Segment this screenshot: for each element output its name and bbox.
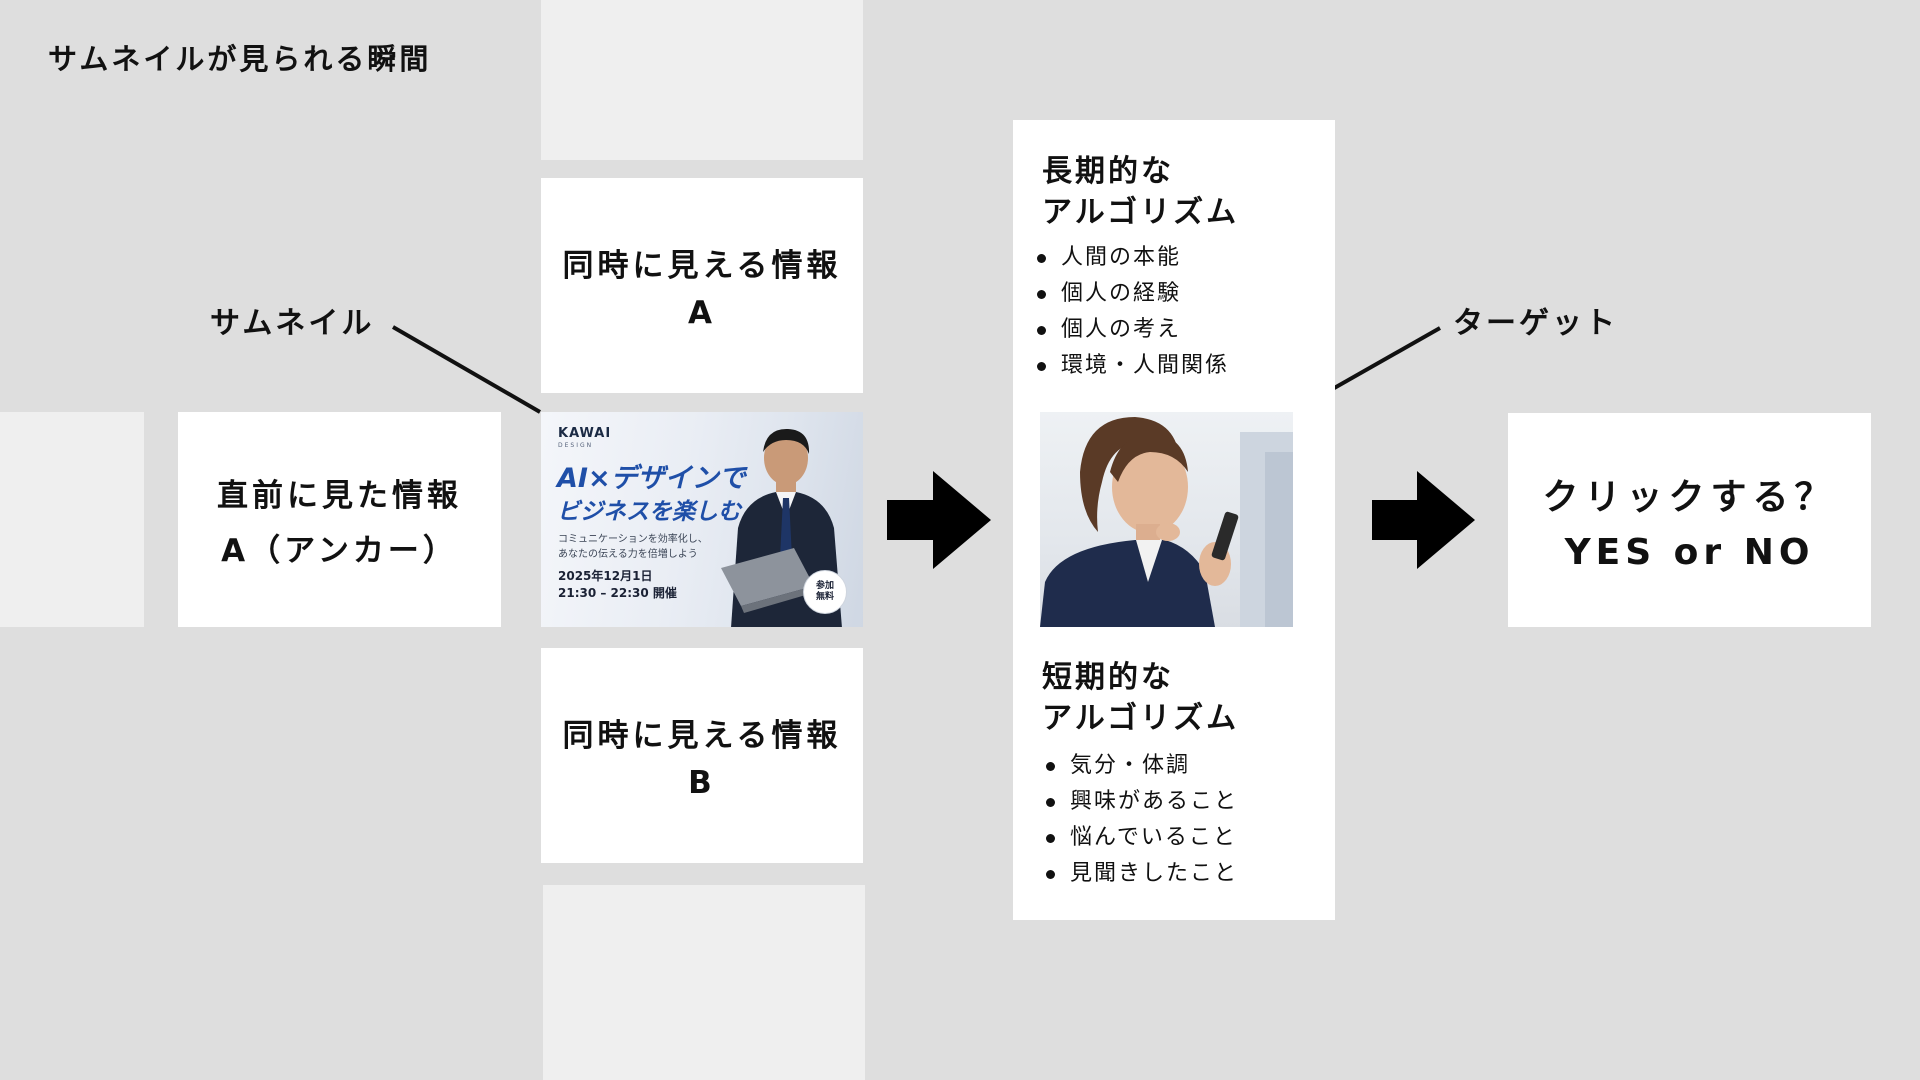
long-term-title-2: アルゴリズム <box>1042 195 1240 230</box>
list-item: 見聞きしたこと <box>1044 856 1238 892</box>
list-item: 環境・人間関係 <box>1035 348 1229 384</box>
woman-smartphone-photo <box>1040 412 1293 627</box>
simultaneous-info-b-line2: B <box>688 765 716 801</box>
long-term-title-1: 長期的な <box>1042 154 1174 189</box>
algorithm-card: 長期的な アルゴリズム 人間の本能 個人の経験 個人の考え 環境・人間関係 短期… <box>1013 120 1335 920</box>
simultaneous-info-a-line1: 同時に見える情報 <box>562 248 842 284</box>
thumbnail-date: 2025年12月1日 <box>558 569 653 583</box>
thumbnail-headline-1: AI×デザインで <box>557 463 746 494</box>
ghost-card-left <box>0 412 144 627</box>
list-item: 悩んでいること <box>1044 820 1238 856</box>
badge-line2: 無料 <box>815 592 834 602</box>
thumbnail-subtext-2: あなたの伝える力を倍増しよう <box>558 549 698 560</box>
ghost-card-top <box>541 0 863 160</box>
simultaneous-info-a-box: 同時に見える情報 A <box>541 178 863 393</box>
simultaneous-info-b-box: 同時に見える情報 B <box>541 648 863 863</box>
short-term-list: 気分・体調 興味があること 悩んでいること 見聞きしたこと <box>1044 748 1238 892</box>
badge-line1: 参加 <box>815 581 834 591</box>
list-item: 気分・体調 <box>1044 748 1238 784</box>
short-term-title-2: アルゴリズム <box>1042 701 1240 736</box>
arrow-right-icon <box>887 471 991 569</box>
page-title: サムネイルが見られる瞬間 <box>48 42 432 76</box>
thumbnail-image: KAWAI DESIGN AI×デザインで ビジネスを楽しむ コミュニケーション… <box>541 412 863 627</box>
thumbnail-headline-2: ビジネスを楽しむ <box>557 499 741 525</box>
thumbnail-subtext-1: コミュニケーションを効率化し、 <box>558 534 708 545</box>
list-item: 個人の経験 <box>1035 276 1229 312</box>
simultaneous-info-a-line2: A <box>688 295 716 331</box>
anchor-info-box: 直前に見た情報 A（アンカー） <box>178 412 501 627</box>
simultaneous-info-b-line1: 同時に見える情報 <box>562 718 842 754</box>
short-term-title-1: 短期的な <box>1042 660 1174 695</box>
list-item: 人間の本能 <box>1035 240 1229 276</box>
list-item: 個人の考え <box>1035 312 1229 348</box>
decision-box: クリックする？ YES or NO <box>1508 413 1871 627</box>
thumbnail-brand: KAWAI <box>558 426 612 441</box>
anchor-info-line2: A（アンカー） <box>221 532 458 569</box>
thumbnail-brand-sub: DESIGN <box>558 442 594 449</box>
target-label: ターゲット <box>1453 306 1618 341</box>
thumbnail-time: 21:30 – 22:30 開催 <box>558 586 677 600</box>
ghost-card-bottom <box>543 885 865 1080</box>
decision-line2: YES or NO <box>1564 531 1815 573</box>
thumbnail-label: サムネイル <box>210 306 375 341</box>
list-item: 興味があること <box>1044 784 1238 820</box>
woman-illustration <box>1040 417 1293 627</box>
arrow-right-icon <box>1372 471 1475 569</box>
long-term-list: 人間の本能 個人の経験 個人の考え 環境・人間関係 <box>1035 240 1229 384</box>
free-entry-badge: 参加無料 <box>803 570 847 614</box>
anchor-info-line1: 直前に見た情報 <box>217 477 462 514</box>
decision-line1: クリックする？ <box>1542 476 1837 518</box>
